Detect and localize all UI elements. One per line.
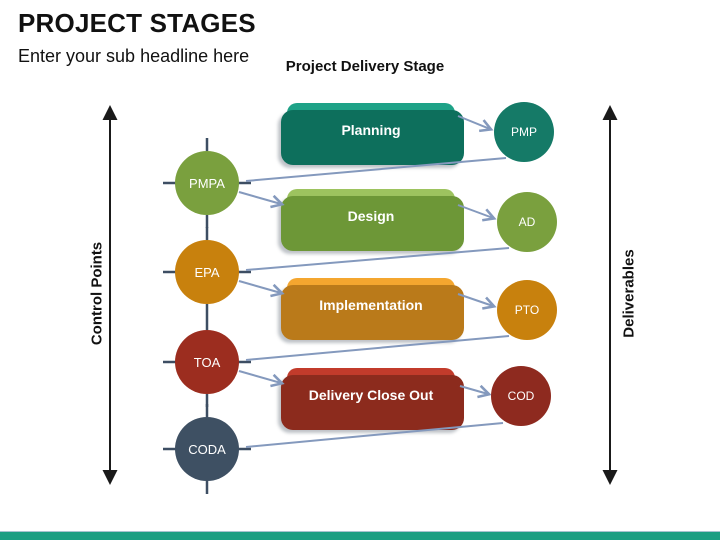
control-point-label: PMPA [189,175,225,191]
arrow-toa-to-delivery [238,370,281,383]
column-header: Project Delivery Stage [285,58,445,75]
stage-box-implementation: Implementation [281,278,464,340]
control-points-axis-label: Control Points [88,241,106,346]
deliverable-ad: AD [497,192,557,252]
control-to-stage-arrows [238,191,281,383]
control-point-pmpa: PMPA [175,151,239,215]
deliverables-axis-label: Deliverables [620,249,638,338]
stage-label: Implementation [319,297,423,313]
stage-label: Design [347,208,395,224]
page-subtitle: Enter your sub headline here [18,46,250,66]
deliverable-label: COD [507,389,535,403]
arrow-delivery-to-cod [459,386,488,394]
deliverable-label: AD [518,215,536,229]
control-point-label: CODA [188,441,226,457]
control-point-label: TOA [193,354,221,370]
line-ad-to-epa [245,247,510,271]
deliverable-label: PTO [514,303,540,317]
stage-box-delivery-close-out: Delivery Close Out [281,368,464,430]
arrow-pmpa-to-design [238,191,281,204]
stage-box-planning: Planning [281,103,464,165]
stage-to-deliverable-arrows [457,115,493,394]
page-title: PROJECT STAGES [18,8,256,38]
control-point-epa: EPA [175,240,239,304]
deliverable-cod: COD [491,366,551,426]
stage-label: Delivery Close Out [308,387,434,403]
stage-label: Planning [341,122,401,138]
control-point-label: EPA [194,264,220,280]
footer-accent-bar [0,531,720,540]
deliverable-pto: PTO [497,280,557,340]
stage-box-design: Design [281,189,464,251]
control-point-coda: CODA [175,417,239,481]
arrow-epa-to-implementation [238,280,281,293]
deliverable-label: PMP [510,125,537,139]
control-point-toa: TOA [175,330,239,394]
deliverable-pmp: PMP [494,102,554,162]
